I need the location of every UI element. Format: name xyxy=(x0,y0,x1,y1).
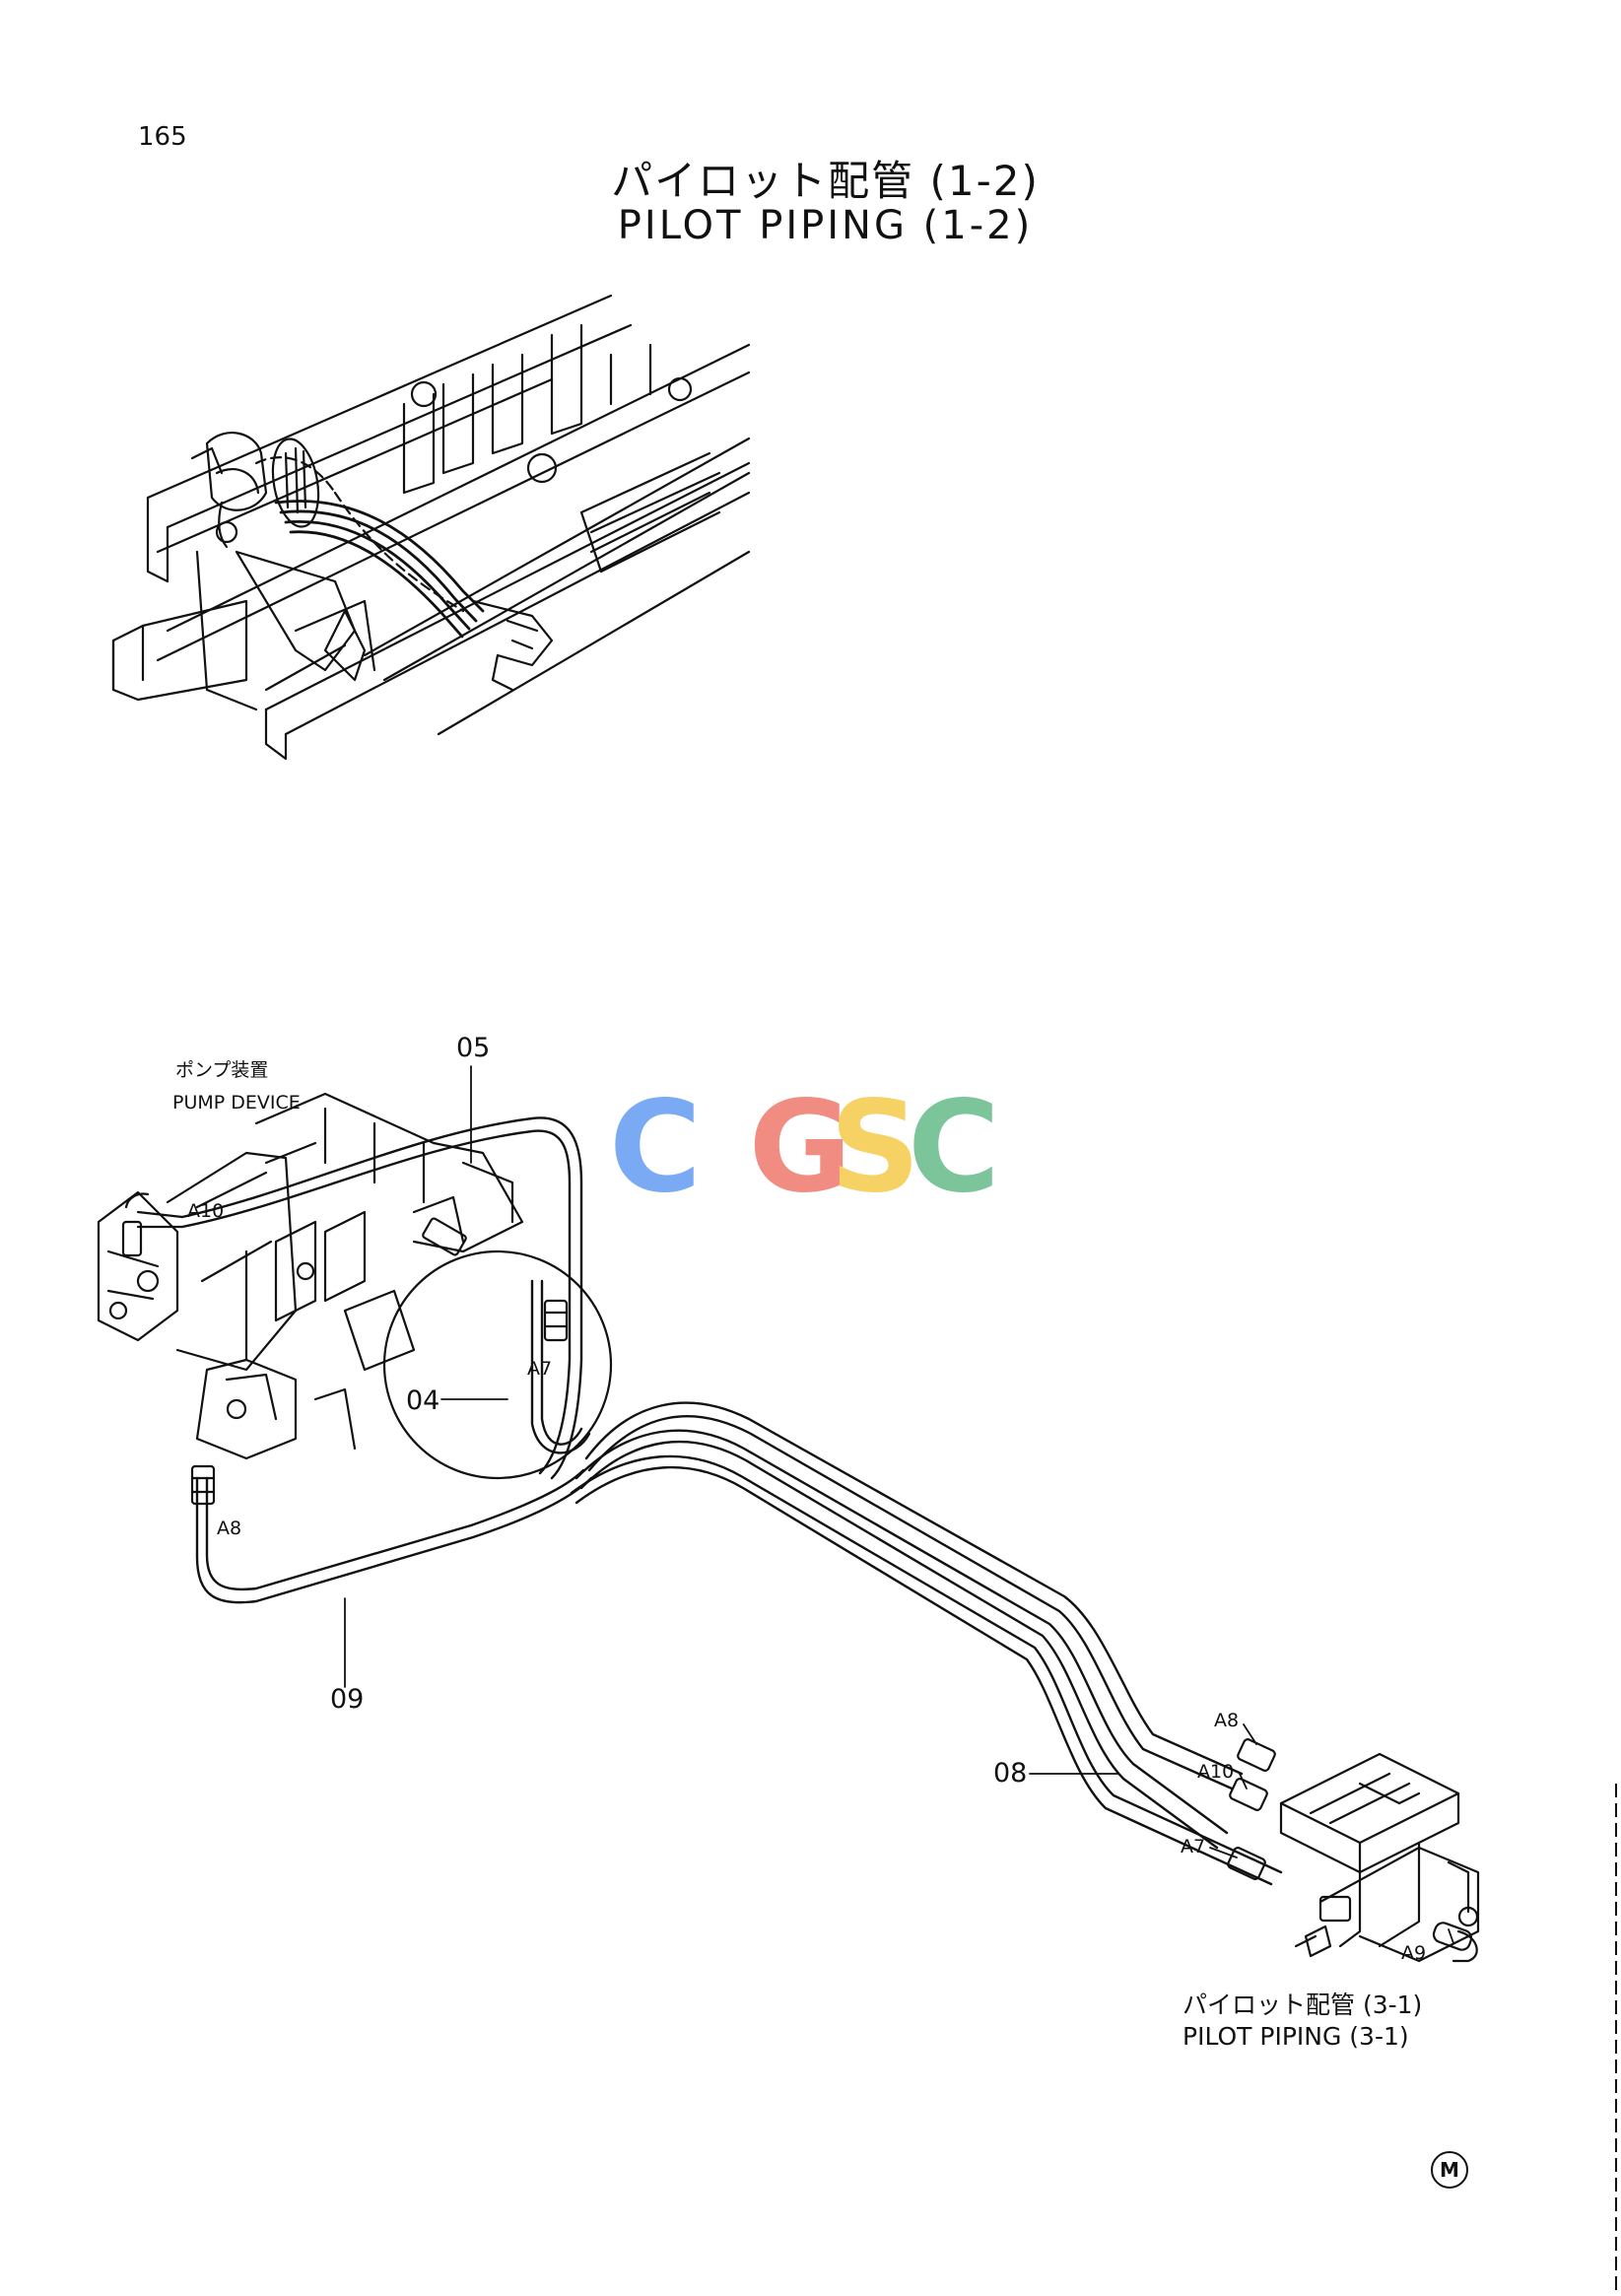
detail-circle xyxy=(382,1249,613,1480)
frame-overview-illustration xyxy=(111,294,751,761)
port-a7-pump: A7 xyxy=(527,1358,552,1380)
part-number-08: 08 xyxy=(993,1758,1027,1789)
pump-device-label-jp: ポンプ装置 xyxy=(175,1059,268,1081)
watermark-letter-c2: C xyxy=(908,1074,1000,1221)
title-english: PILOT PIPING (1-2) xyxy=(617,203,1034,248)
pipe-08-bundle xyxy=(570,1401,1283,1886)
leader-lines xyxy=(344,1065,1454,1944)
title-japanese: パイロット配管 (1-2) xyxy=(611,157,1040,205)
watermark-letter-g: G xyxy=(748,1074,851,1221)
reference-label-en: PILOT PIPING (3-1) xyxy=(1182,2022,1409,2051)
reference-label-jp: パイロット配管 (3-1) xyxy=(1182,1991,1422,2019)
port-a9-valve: A9 xyxy=(1401,1942,1426,1964)
part-number-04: 04 xyxy=(406,1385,439,1416)
pump-fittings xyxy=(121,1192,569,1506)
watermark-letter-s: S xyxy=(830,1074,920,1221)
port-a10-valve: A10 xyxy=(1197,1761,1234,1783)
port-a8-valve: A8 xyxy=(1214,1710,1239,1731)
watermark-logo: C G S C xyxy=(609,1074,1000,1221)
port-a8-pump: A8 xyxy=(217,1518,241,1539)
pipe-09 xyxy=(195,1476,593,1604)
footer-mark: M xyxy=(1431,2151,1468,2189)
pump-device-illustration xyxy=(97,1092,524,1460)
control-valve-illustration xyxy=(1279,1752,1480,1963)
part-number-09: 09 xyxy=(330,1684,364,1715)
port-a7-valve: A7 xyxy=(1181,1836,1205,1857)
port-a10-pump: A10 xyxy=(187,1200,224,1222)
pipe-04 xyxy=(540,1279,583,1446)
page-number: 165 xyxy=(138,122,187,152)
pipe-05 xyxy=(180,1116,583,1480)
part-number-05: 05 xyxy=(456,1033,490,1063)
watermark-letter-c: C xyxy=(609,1074,702,1221)
pump-device-label-en: PUMP DEVICE xyxy=(172,1092,301,1114)
